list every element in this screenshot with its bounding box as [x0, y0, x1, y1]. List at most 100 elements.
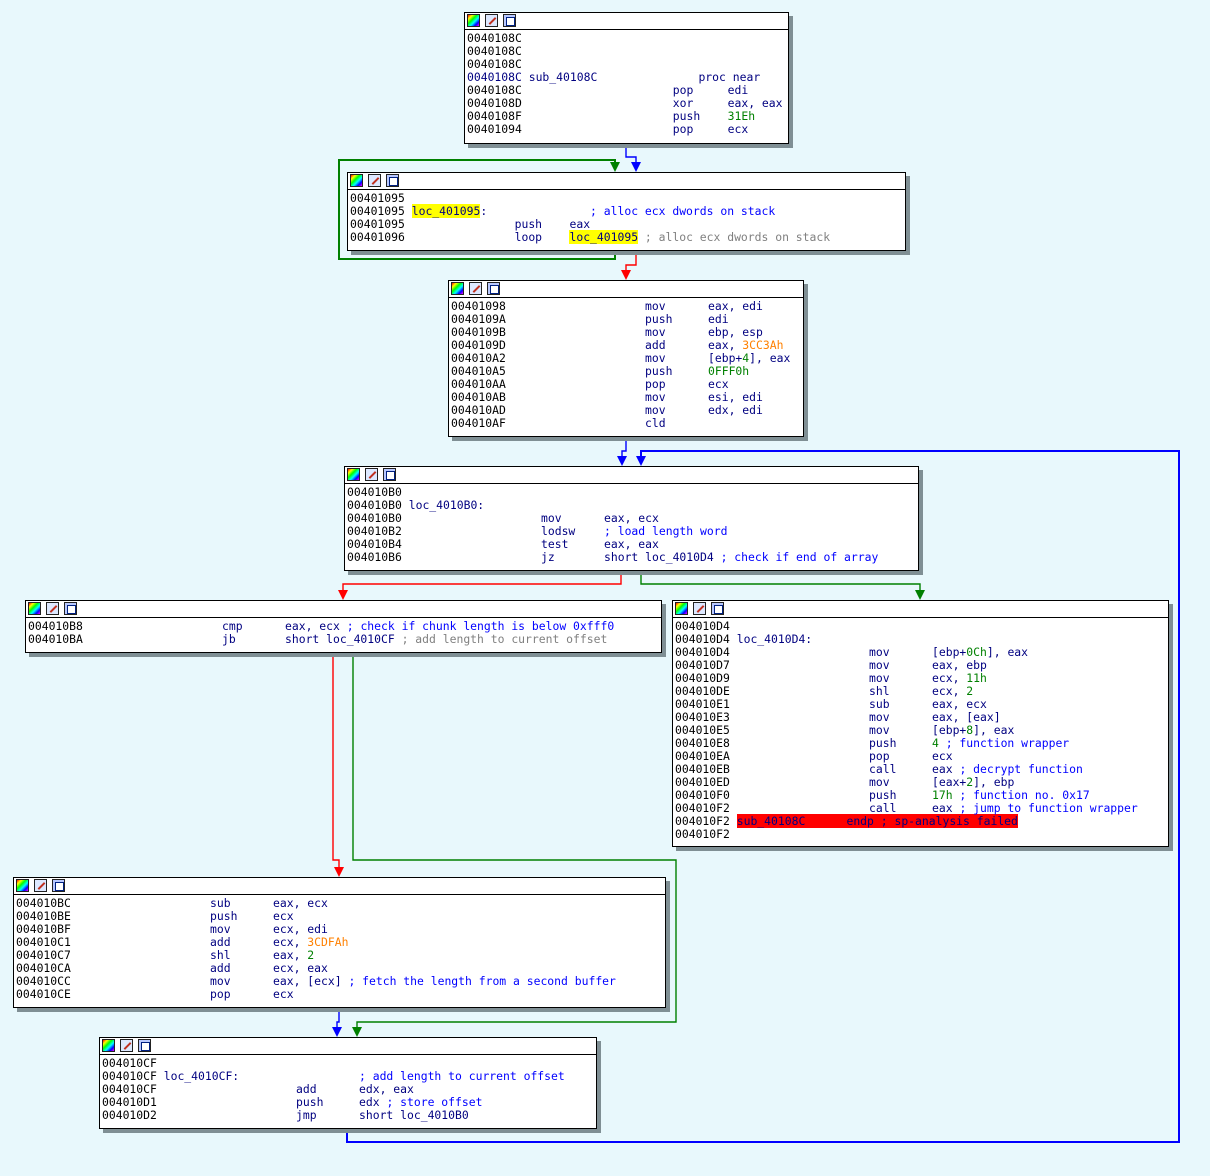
color-palette-icon[interactable]: [102, 1039, 115, 1052]
edit-node-icon[interactable]: [120, 1039, 133, 1052]
asm-line[interactable]: 004010D4 loc_4010D4:: [675, 632, 813, 646]
xrefs-graph-icon[interactable]: [64, 602, 77, 615]
color-palette-icon[interactable]: [451, 282, 464, 295]
edit-node-icon[interactable]: [365, 468, 378, 481]
asm-line[interactable]: 00401094 pop ecx: [467, 122, 749, 136]
asm-line[interactable]: 00401095 loc_401095: ; alloc ecx dwords …: [350, 204, 776, 218]
asm-line[interactable]: 004010F2: [675, 827, 730, 841]
graph-node-sub_40108C[interactable]: 0040108C 0040108C 0040108C 0040108C sub_…: [464, 12, 789, 144]
asm-line[interactable]: 0040108F push 31Eh: [467, 109, 756, 123]
edit-node-icon[interactable]: [34, 879, 47, 892]
asm-line[interactable]: 0040108D xor eax, eax: [467, 96, 783, 110]
color-palette-icon[interactable]: [350, 174, 363, 187]
graph-node-loc_401095[interactable]: 00401095 00401095 loc_401095: ; alloc ec…: [347, 172, 906, 251]
color-palette-icon[interactable]: [347, 468, 360, 481]
arrow-n4-blue-a: [617, 456, 627, 466]
asm-line[interactable]: 004010B0: [347, 485, 402, 499]
edit-node-icon[interactable]: [46, 602, 59, 615]
asm-line[interactable]: 0040108C: [467, 44, 522, 58]
xrefs-graph-icon[interactable]: [386, 174, 399, 187]
asm-line[interactable]: 0040108C pop edi: [467, 83, 749, 97]
asm-line[interactable]: 0040108C: [467, 31, 522, 45]
asm-line[interactable]: 00401096 loop loc_401095 ; alloc ecx dwo…: [350, 230, 831, 244]
edge-n8-n4: [346, 450, 1180, 1143]
asm-line[interactable]: 004010D4: [675, 619, 730, 633]
edit-node-icon[interactable]: [485, 14, 498, 27]
xrefs-graph-icon[interactable]: [52, 879, 65, 892]
xrefs-graph-icon[interactable]: [138, 1039, 151, 1052]
asm-line[interactable]: 004010CF: [102, 1056, 157, 1070]
asm-line[interactable]: 00401095: [350, 191, 405, 205]
asm-line[interactable]: 004010B0 loc_4010B0:: [347, 498, 485, 512]
graph-node-loc_4010CF[interactable]: 004010CF 004010CF loc_4010CF:; add lengt…: [99, 1037, 597, 1129]
asm-line[interactable]: 00401095 push eax: [350, 217, 591, 231]
xrefs-graph-icon[interactable]: [487, 282, 500, 295]
xrefs-graph-icon[interactable]: [383, 468, 396, 481]
arrow-n7-red: [334, 867, 344, 877]
arrow-n8-green: [352, 1027, 362, 1037]
asm-line[interactable]: 0040108C: [467, 57, 522, 71]
asm-line[interactable]: 0040108C sub_40108C proc near: [467, 70, 761, 84]
xrefs-graph-icon[interactable]: [503, 14, 516, 27]
node-toolbar: [14, 878, 665, 895]
xrefs-graph-icon[interactable]: [711, 602, 724, 615]
asm-line-error[interactable]: 004010F2 sub_40108C endp ; sp-analysis f…: [675, 814, 1018, 828]
color-palette-icon[interactable]: [467, 14, 480, 27]
color-palette-icon[interactable]: [28, 602, 41, 615]
edit-node-icon[interactable]: [368, 174, 381, 187]
node-toolbar: [345, 467, 918, 484]
edit-node-icon[interactable]: [469, 282, 482, 295]
node-toolbar: [673, 601, 1168, 618]
asm-line[interactable]: 004010CF loc_4010CF:; add length to curr…: [102, 1069, 565, 1083]
node-toolbar: [465, 13, 788, 30]
color-palette-icon[interactable]: [675, 602, 688, 615]
color-palette-icon[interactable]: [16, 879, 29, 892]
edit-node-icon[interactable]: [693, 602, 706, 615]
